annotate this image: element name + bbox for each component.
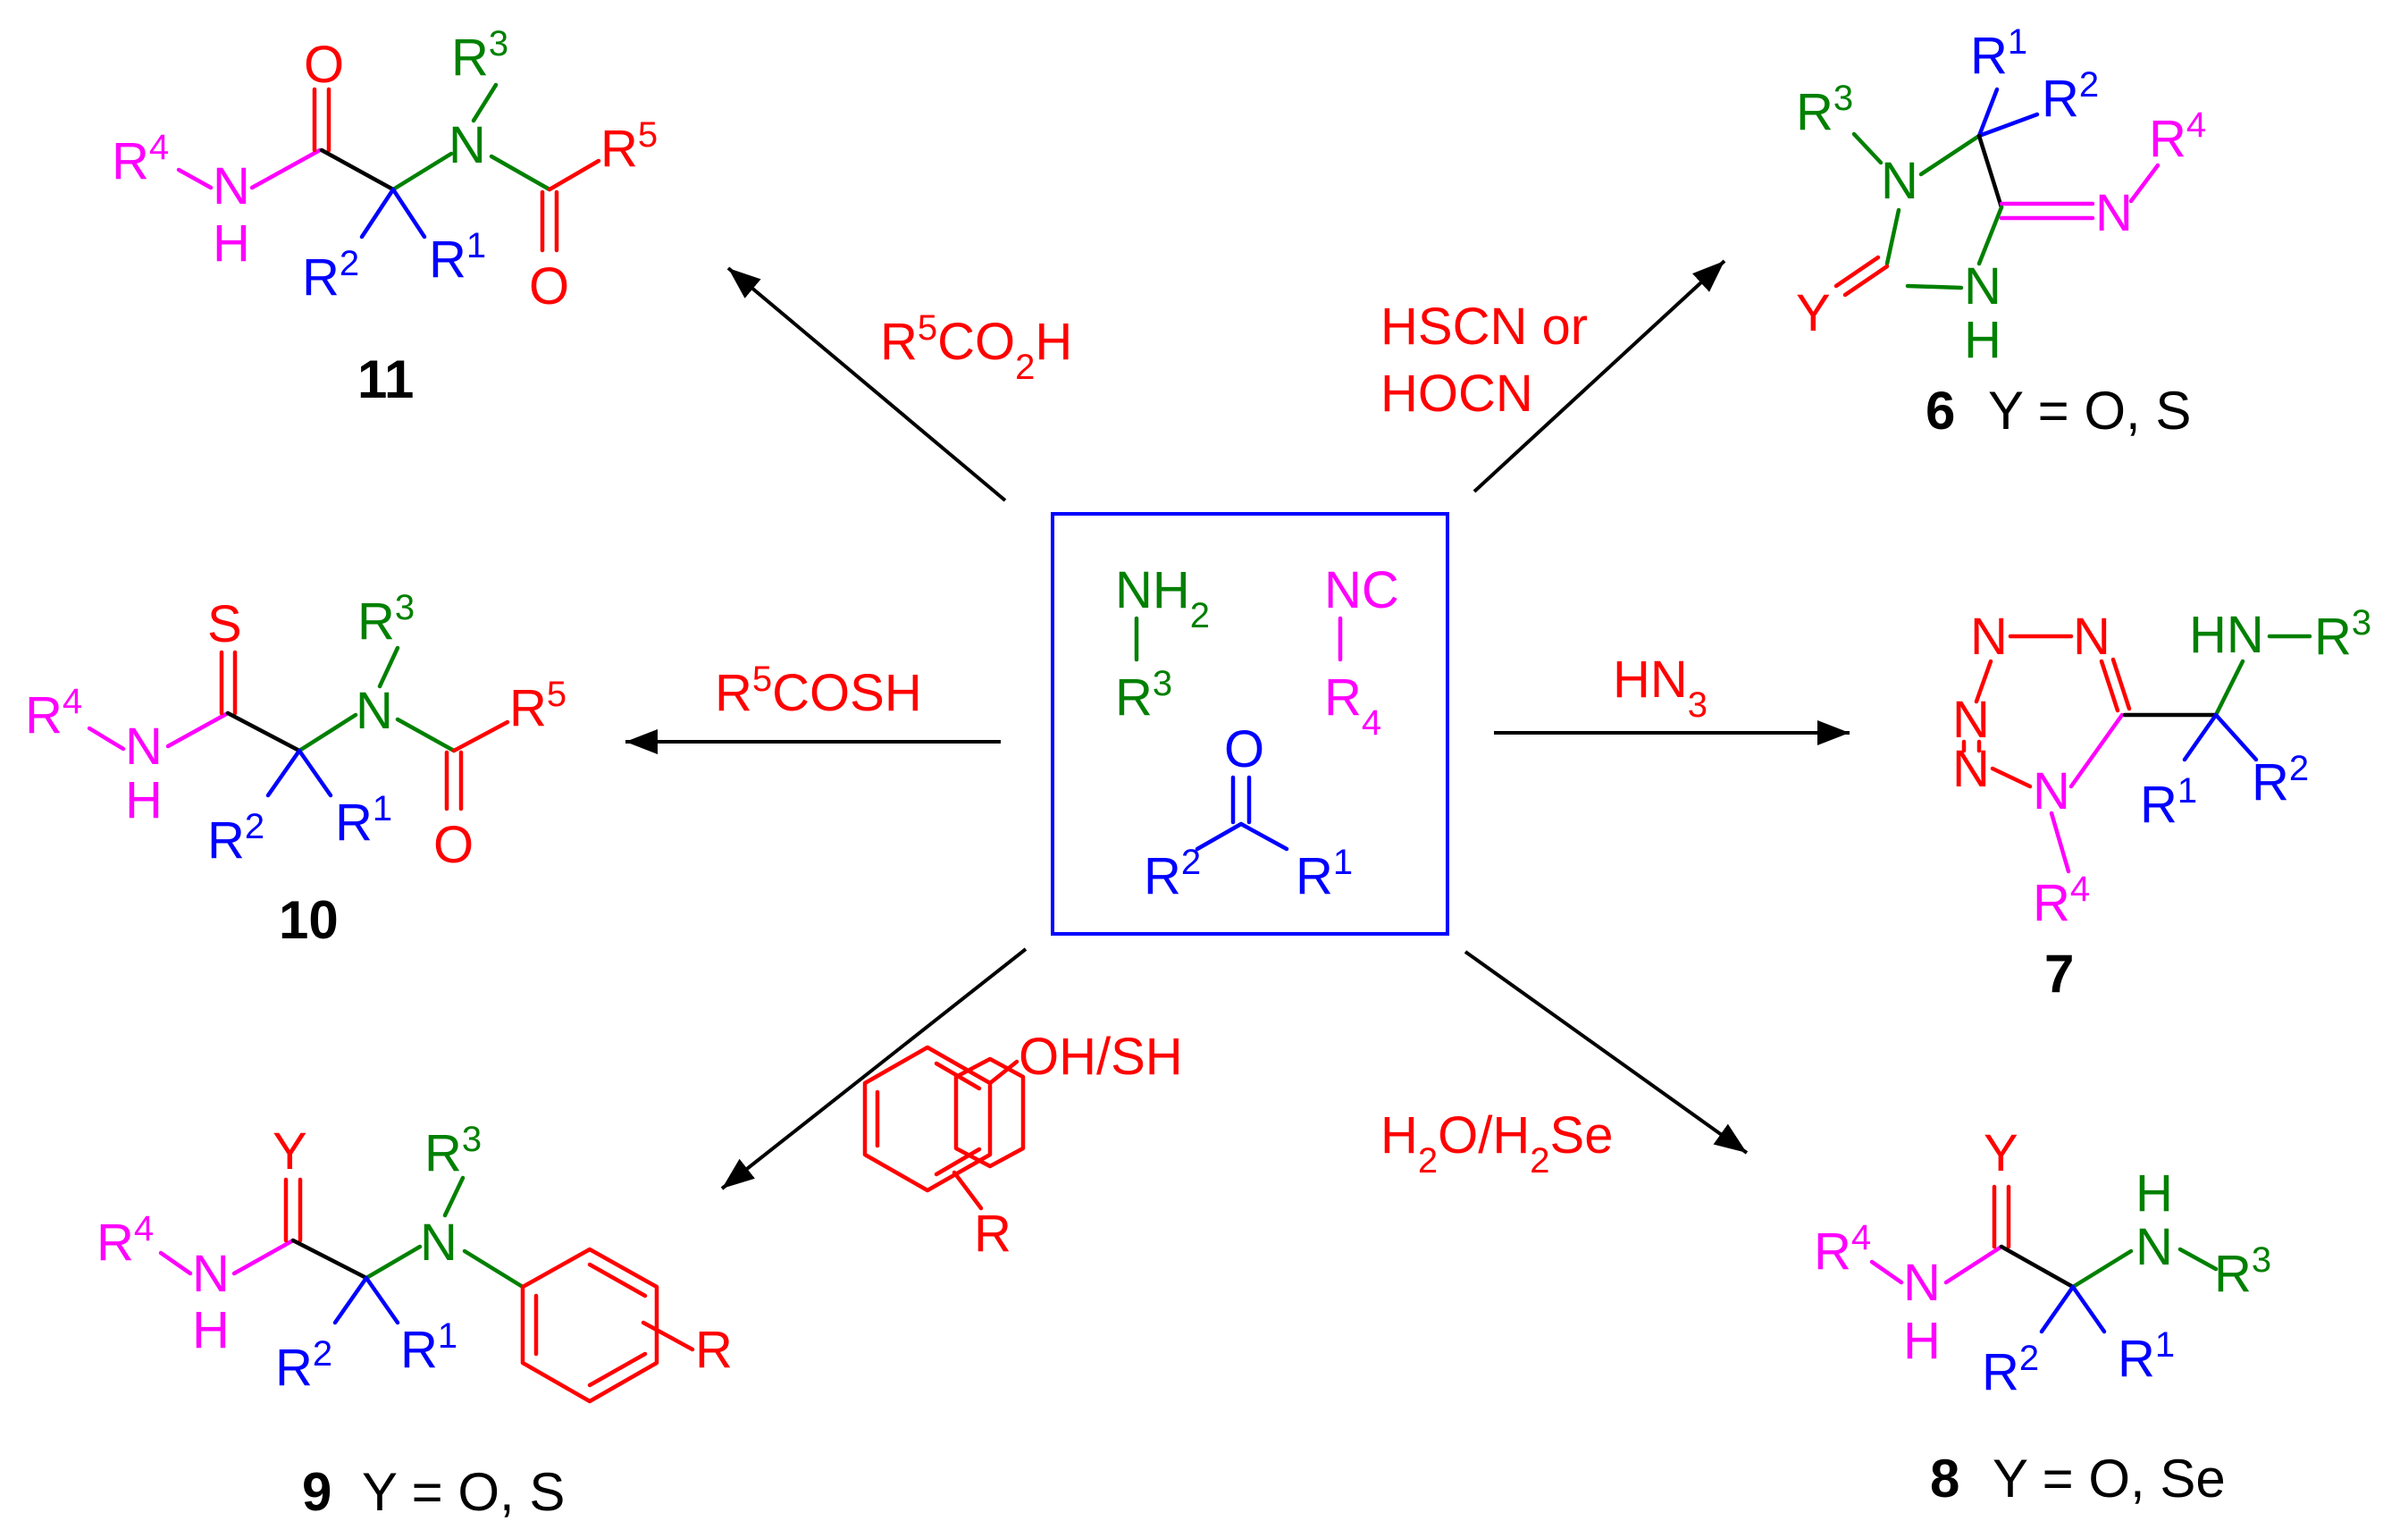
svg-text:N: N: [1970, 608, 2008, 666]
svg-text:H: H: [2135, 1164, 2173, 1223]
svg-text:N: N: [1952, 691, 1990, 749]
svg-text:R3: R3: [2314, 603, 2371, 666]
svg-text:N: N: [192, 1245, 230, 1303]
svg-text:R3: R3: [357, 588, 415, 651]
svg-text:R1: R1: [429, 226, 486, 289]
compound-8-label: 8: [1930, 1449, 1959, 1509]
svg-text:HN: HN: [2189, 606, 2264, 664]
svg-text:O: O: [529, 257, 569, 315]
svg-text:N: N: [420, 1214, 457, 1272]
carbonyl-oxygen: O: [1224, 720, 1264, 778]
isocyanide-nc: NC: [1324, 561, 1399, 619]
reagent-r5co2h: R5CO2H: [880, 308, 1072, 387]
compound-6-label: 6: [1926, 381, 1955, 441]
compound-10-label: 10: [279, 890, 339, 950]
svg-text:R3: R3: [2214, 1240, 2271, 1303]
starting-materials-box: [1051, 512, 1449, 936]
product-11: R4 N H O N R3 R5 O R2 R1 11: [112, 24, 658, 409]
product-9: R4 N H Y N R3 R R2 R1 9 Y = O, S: [96, 1120, 733, 1522]
reagent-hscn: HSCN or: [1380, 298, 1588, 356]
amine: NH2 R3: [1115, 561, 1210, 727]
compound-9-caption: Y = O, S: [362, 1462, 565, 1522]
svg-text:R2: R2: [302, 244, 359, 307]
svg-text:H: H: [125, 771, 163, 829]
reagent-h2o-h2se: H2O/H2Se: [1380, 1106, 1613, 1181]
carbonyl: O R2 R1: [1144, 720, 1353, 905]
svg-text:H: H: [213, 214, 250, 273]
svg-text:R3: R3: [424, 1120, 482, 1182]
compound-8-caption: Y = O, Se: [1993, 1449, 2226, 1509]
svg-text:N: N: [2135, 1218, 2173, 1276]
svg-text:N: N: [356, 682, 393, 740]
arrow-to-6: [1472, 259, 1726, 493]
product-7: N N N N N R4 HN R3 R1 R2 7: [1952, 603, 2371, 1004]
compound-11-label: 11: [357, 349, 414, 409]
svg-text:N: N: [1964, 257, 2001, 315]
svg-text:R1: R1: [2140, 771, 2197, 834]
svg-text:Y: Y: [1984, 1124, 2018, 1182]
svg-text:N: N: [2095, 184, 2133, 242]
svg-text:O: O: [304, 36, 344, 94]
svg-text:R1: R1: [1970, 22, 2027, 85]
amine-r3: R3: [1115, 664, 1172, 727]
amine-nh2: NH2: [1115, 561, 1210, 635]
reagent-hocn: HOCN: [1380, 365, 1533, 423]
svg-text:R2: R2: [207, 807, 264, 870]
reagent-phenol: [862, 1045, 1026, 1211]
isocyanide-r4: R4: [1324, 668, 1381, 743]
svg-text:N: N: [449, 116, 486, 174]
svg-text:R1: R1: [400, 1316, 457, 1379]
svg-text:N: N: [125, 718, 163, 776]
svg-text:R4: R4: [1814, 1218, 1871, 1281]
svg-text:N: N: [2033, 762, 2070, 820]
svg-text:N: N: [1881, 152, 1918, 210]
svg-text:R2: R2: [2252, 749, 2309, 811]
svg-text:R3: R3: [1796, 79, 1853, 141]
product-10: R4 N H S N R3 R5 O R2 R1 10: [25, 588, 566, 950]
svg-text:R5: R5: [509, 675, 566, 737]
svg-text:R2: R2: [1982, 1339, 2039, 1401]
reagent-phenol-r: R: [974, 1205, 1011, 1263]
svg-text:R4: R4: [112, 128, 169, 190]
carbonyl-r2: R2: [1144, 843, 1201, 905]
svg-text:N: N: [1903, 1254, 1941, 1312]
svg-text:R5: R5: [600, 115, 658, 178]
svg-text:N: N: [1952, 740, 1990, 798]
svg-text:R4: R4: [2033, 870, 2090, 932]
svg-text:Y: Y: [273, 1122, 307, 1181]
svg-text:N: N: [213, 157, 250, 215]
product-6: R3 N R1 R2 N R4 N H Y 6 Y = O, S: [1796, 22, 2206, 441]
svg-text:N: N: [2073, 608, 2110, 666]
svg-text:R: R: [695, 1321, 733, 1379]
carbonyl-r1: R1: [1296, 843, 1353, 905]
isocyanide: NC R4: [1324, 561, 1399, 743]
reagent-hn3: HN3: [1613, 651, 1707, 725]
svg-text:R2: R2: [275, 1334, 332, 1397]
svg-text:H: H: [192, 1301, 230, 1359]
svg-text:H: H: [1903, 1312, 1941, 1370]
reagent-oh-sh: OH/SH: [1019, 1028, 1183, 1086]
svg-text:R4: R4: [2149, 105, 2206, 168]
svg-text:R1: R1: [2118, 1325, 2175, 1388]
svg-text:R2: R2: [2042, 65, 2099, 128]
svg-text:O: O: [433, 816, 474, 874]
svg-text:H: H: [1964, 311, 2001, 369]
arrow-to-11: [726, 266, 1007, 502]
svg-text:Y: Y: [1796, 284, 1831, 342]
svg-text:R3: R3: [451, 24, 508, 87]
svg-text:R4: R4: [96, 1209, 154, 1272]
compound-7-label: 7: [2044, 944, 2074, 1004]
svg-text:S: S: [207, 595, 242, 653]
svg-text:R1: R1: [335, 789, 392, 852]
compound-6-caption: Y = O, S: [1988, 381, 2191, 441]
product-8: R4 N H Y N H R3 R2 R1 8 Y = O, Se: [1814, 1124, 2271, 1509]
arrow-to-9: [720, 947, 1028, 1190]
compound-9-label: 9: [302, 1462, 331, 1522]
arrow-to-8: [1464, 950, 1749, 1155]
svg-text:R4: R4: [25, 682, 82, 744]
reagent-r5cosh: R5COSH: [715, 660, 922, 722]
